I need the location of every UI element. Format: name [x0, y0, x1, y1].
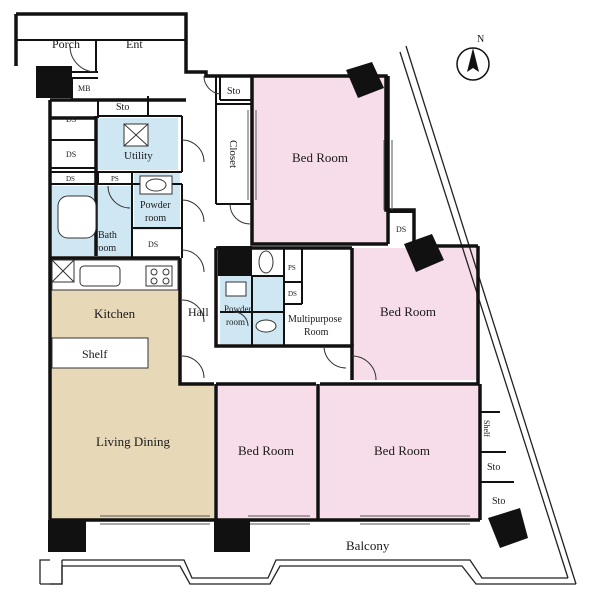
sto-side-2-label: Sto — [492, 496, 505, 507]
windows — [100, 110, 470, 525]
shelf-kitchen-label: Shelf — [82, 347, 107, 361]
powder-room-1-line1: Powder — [140, 200, 171, 211]
ds-label-6: DS — [288, 290, 297, 298]
bed-room-4-label: Bed Room — [374, 443, 430, 458]
kitchen-label: Kitchen — [94, 306, 136, 321]
bed-room-3-label: Bed Room — [238, 443, 294, 458]
ds-label-4: DS — [148, 240, 158, 249]
multipurpose-line2: Room — [304, 327, 329, 338]
labels: Porch Ent MB Sto Sto DS DS DS PS DS DS P… — [52, 37, 505, 553]
living-dining-label: Living Dining — [96, 434, 171, 449]
sto-hall-label: Sto — [227, 86, 240, 97]
ds-label-3: DS — [66, 175, 75, 183]
ds-label-1: DS — [66, 115, 76, 124]
north-arrow-icon: N — [456, 34, 490, 81]
closet-label: Closet — [227, 140, 239, 168]
bed-room-4-fill — [320, 384, 480, 520]
multipurpose-line1: Multipurpose — [288, 314, 342, 325]
balcony-railing — [39, 45, 577, 585]
bath-fixtures — [57, 123, 277, 333]
living-fill — [50, 258, 214, 520]
shelf-side-label: Shelf — [482, 420, 491, 437]
bed-room-2-fill — [352, 248, 478, 380]
sto-top-label: Sto — [116, 102, 129, 113]
porch-label: Porch — [52, 37, 80, 51]
mb-label: MB — [78, 84, 90, 93]
utility-label: Utility — [124, 150, 153, 162]
powder-room-1-line2: room — [145, 213, 166, 224]
bed-room-1-fill — [252, 76, 386, 244]
powder-room-2-line1: Powder — [224, 304, 252, 314]
ps-label-2: PS — [288, 264, 296, 272]
sto-side-1-label: Sto — [487, 462, 500, 473]
balcony-label: Balcony — [346, 538, 390, 553]
powder-room-2-line2: room — [226, 317, 245, 327]
bed-room-3-fill — [218, 384, 316, 520]
bed-room-1-label: Bed Room — [292, 150, 348, 165]
columns — [36, 62, 528, 552]
bed-room-2-label: Bed Room — [380, 304, 436, 319]
ent-label: Ent — [126, 37, 143, 51]
doors — [69, 45, 377, 381]
bath-room-line2: room — [95, 243, 116, 254]
kitchen-fixtures — [51, 259, 179, 369]
interior-walls — [16, 39, 514, 483]
ds-label-2: DS — [66, 150, 76, 159]
hall-label: Hall — [188, 305, 209, 319]
ds-label-5: DS — [396, 225, 406, 234]
north-label: N — [477, 34, 484, 45]
ps-label-1: PS — [111, 175, 119, 183]
bath-room-line1: Bath — [98, 230, 117, 241]
